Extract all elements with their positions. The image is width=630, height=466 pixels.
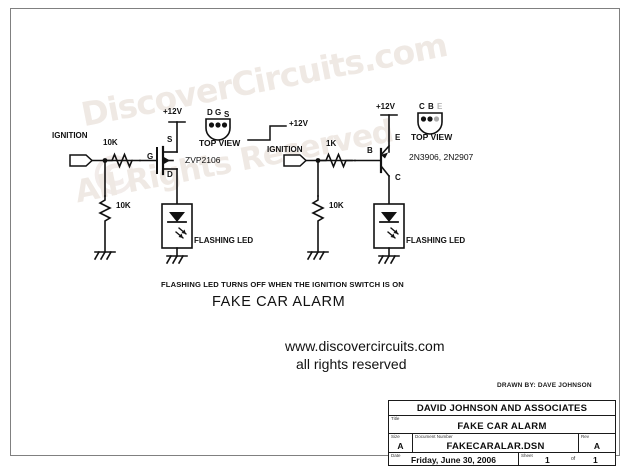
right-waveform-step [247,125,287,141]
left-package-caption: TOP VIEW [199,138,241,148]
revision-tag: Rev [581,434,590,439]
sheet-tag: Sheet [521,453,533,458]
left-gnd-h1 [93,250,101,261]
circuit-note: FLASHING LED TURNS OFF WHEN THE IGNITION… [161,280,404,289]
date-value: Friday, June 30, 2006 [411,455,496,465]
right-pulldown-resistor-10k [311,195,325,253]
right-led-module-box [373,203,405,249]
size-cell: Size A [389,434,413,452]
left-led-label: FLASHING LED [194,236,254,245]
left-pkg-pin2-label: G [215,108,222,117]
revision-value: A [593,441,601,451]
left-led-module-box [161,203,193,249]
sheet-cell: Sheet 1 of 1 [519,453,615,465]
left-gnd2-h1 [165,254,173,265]
left-pkg-pin-2 [215,122,221,128]
right-pkg-pin-3 [433,116,440,122]
left-gnd2-h3 [177,254,185,265]
title-block-document-row: Size A Document Number FAKECARALAR.DSN R… [389,434,615,453]
left-series-resistor-label: 10K [103,138,118,147]
left-supply-label: +12V [163,107,182,116]
right-waveform-label: +12V [289,119,308,128]
title-block: DAVID JOHNSON AND ASSOCIATES Title FAKE … [388,400,616,466]
right-gnd-h1 [306,250,314,261]
left-gnd-h2 [99,250,107,261]
mosfet-drain-pin-label: D [167,170,173,179]
right-pulldown-resistor-label: 10K [329,201,344,210]
left-pkg-pin-1 [208,122,215,128]
document-number-tag: Document Number [415,434,453,439]
title-tag: Title [391,416,400,421]
website-rights: all rights reserved [296,356,407,372]
website-url: www.discovercircuits.com [285,338,445,354]
size-value: A [397,441,404,451]
left-pulldown-resistor-label: 10K [116,201,131,210]
document-number-cell: Document Number FAKECARALAR.DSN [413,434,579,452]
left-package-outline [205,118,231,141]
mosfet-source-pin-label: S [167,135,173,144]
right-series-resistor-label: 1K [326,139,337,148]
right-pkg-pin-1 [420,116,427,122]
date-tag: Date [391,453,401,458]
left-led-ray-2-head [178,233,183,238]
title-block-title-row: Title FAKE CAR ALARM [389,416,615,434]
bjt-emitter-arrow [381,152,388,159]
size-tag: Size [391,434,400,439]
right-led-ray-2-head [390,233,395,238]
left-pkg-pin-3 [221,122,228,128]
sheet-total: 1 [593,455,598,465]
date-cell: Date Friday, June 30, 2006 [389,453,519,465]
left-led-ray-1-head [181,229,186,234]
left-pkg-pin3-label: S [224,110,230,119]
sheet-of-label: of [571,456,576,462]
right-gnd-h3 [318,250,326,261]
right-gnd-h2 [312,250,320,261]
company-name: DAVID JOHNSON AND ASSOCIATES [416,403,588,414]
mosfet-bulk-arrow [163,156,170,165]
bjt-emitter-lead [379,144,391,157]
right-package-outline [417,112,443,135]
right-pkg-pin1-label: C [419,102,425,111]
right-pkg-pin3-label: E [437,102,443,111]
right-gnd2-h1 [377,254,385,265]
title-block-date-row: Date Friday, June 30, 2006 Sheet 1 of 1 [389,453,615,465]
drawing-sheet-border [10,8,620,456]
right-series-resistor-1k [319,152,356,169]
left-pulldown-resistor-10k [98,195,112,253]
left-gnd2-h2 [171,254,179,265]
document-number-value: FAKECARALAR.DSN [446,441,545,452]
left-series-resistor-10k [106,152,141,169]
bjt-collector-pin-label: C [395,173,401,182]
left-gnd-h3 [105,250,113,261]
right-ignition-terminal [283,154,308,167]
left-led-triangle [169,212,185,222]
right-pkg-pin2-label: B [428,102,434,111]
left-ignition-label: IGNITION [52,131,88,140]
bjt-emitter-pin-label: E [395,133,401,142]
right-gnd2-h2 [383,254,391,265]
title-block-company-row: DAVID JOHNSON AND ASSOCIATES [389,401,615,416]
right-supply-label: +12V [376,102,395,111]
document-title: FAKE CAR ALARM [457,421,547,432]
mosfet-part-label: ZVP2106 [185,155,221,165]
left-ignition-terminal [69,154,94,167]
right-led-label: FLASHING LED [406,236,466,245]
circuit-title: FAKE CAR ALARM [212,294,346,310]
right-led-triangle [381,212,397,222]
right-ignition-label: IGNITION [267,145,303,154]
right-led-ray-1-head [393,229,398,234]
revision-cell: Rev A [579,434,615,452]
bjt-collector-lead [379,164,391,178]
bjt-part-label: 2N3906, 2N2907 [409,152,474,162]
drawn-by-label: DRAWN BY: DAVE JOHNSON [497,382,592,389]
mosfet-gate-pin-label: G [147,152,154,161]
left-pkg-pin1-label: D [207,108,213,117]
sheet-number: 1 [545,455,550,465]
right-gnd2-h3 [389,254,397,265]
right-pkg-pin-2 [427,116,433,122]
bjt-base-pin-label: B [367,146,373,155]
right-package-caption: TOP VIEW [411,132,453,142]
